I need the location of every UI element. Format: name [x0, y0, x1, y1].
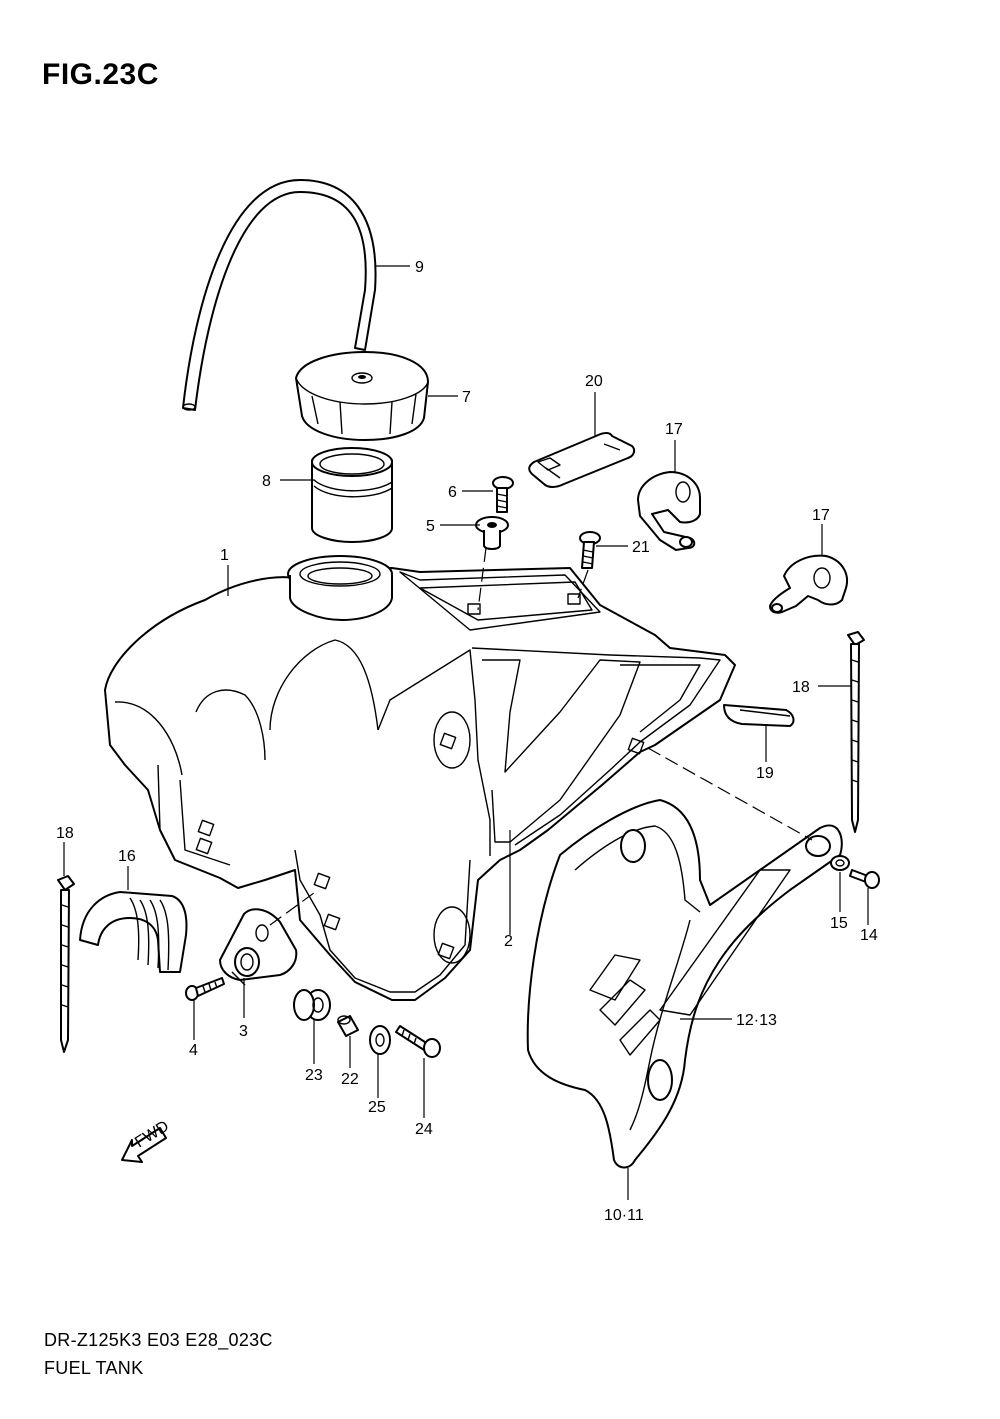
- part-bolt-21: [579, 531, 601, 569]
- callout-25: 25: [368, 1099, 386, 1116]
- part-fuel-cock: [219, 908, 298, 986]
- callout-1: 1: [220, 547, 229, 564]
- callout-19: 19: [756, 765, 774, 782]
- callout-7: 7: [462, 389, 471, 406]
- part-clamp-17b: [769, 554, 848, 614]
- callout-17-lower: 17: [812, 507, 830, 524]
- part-filler-ring: [311, 447, 393, 543]
- callout-14: 14: [860, 927, 878, 944]
- callout-6: 6: [448, 484, 457, 501]
- part-bolt-14: [849, 869, 880, 889]
- callout-3: 3: [239, 1023, 248, 1040]
- forward-direction-arrow: FWD: [121, 1118, 172, 1163]
- figure-code: DR-Z125K3 E03 E28_023C: [44, 1330, 273, 1350]
- part-cushion-16: [79, 891, 188, 973]
- part-washer-15: [830, 855, 850, 871]
- callout-17-upper: 17: [665, 421, 683, 438]
- part-clip-19: [723, 704, 795, 727]
- callout-20: 20: [585, 373, 603, 390]
- callout-18-right: 18: [792, 679, 810, 696]
- part-fuel-cap: [295, 351, 429, 441]
- callout-8: 8: [262, 473, 271, 490]
- part-strap-20: [528, 432, 636, 488]
- part-spacer-22: [337, 1015, 359, 1037]
- part-collar-5: [475, 516, 509, 550]
- part-side-cover: [526, 799, 843, 1169]
- callout-18-left: 18: [56, 825, 74, 842]
- callout-15: 15: [830, 915, 848, 932]
- part-bolt-24: [395, 1025, 441, 1058]
- part-grommet-23: [293, 989, 331, 1021]
- callout-labels: 1 2 3 4 5 6 7 8 9 10·11 12·13 14 15 16 1…: [56, 259, 878, 1224]
- part-cable-tie-right: [847, 631, 865, 833]
- callout-4: 4: [189, 1042, 198, 1059]
- callout-12-13: 12·13: [736, 1012, 777, 1029]
- callout-2: 2: [504, 933, 513, 950]
- part-clamp-17a: [637, 471, 701, 551]
- part-screw-4: [185, 977, 225, 1001]
- leader-lines: [63, 265, 869, 1200]
- part-fuel-tank: [104, 555, 736, 1001]
- part-bolt-6: [492, 476, 514, 513]
- figure-title: FIG.23C: [42, 58, 159, 91]
- callout-22: 22: [341, 1071, 359, 1088]
- callout-16: 16: [118, 848, 136, 865]
- part-cable-tie-left: [57, 875, 75, 1053]
- figure-name: FUEL TANK: [44, 1358, 144, 1378]
- callout-9: 9: [415, 259, 424, 276]
- callout-21: 21: [632, 539, 650, 556]
- callout-10-11: 10·11: [604, 1207, 644, 1224]
- callout-5: 5: [426, 518, 435, 535]
- callout-24: 24: [415, 1121, 433, 1138]
- part-washer-25: [369, 1025, 391, 1055]
- callout-23: 23: [305, 1067, 323, 1084]
- assembly-guide-lines: [269, 547, 813, 926]
- part-breather-hose: [182, 179, 377, 411]
